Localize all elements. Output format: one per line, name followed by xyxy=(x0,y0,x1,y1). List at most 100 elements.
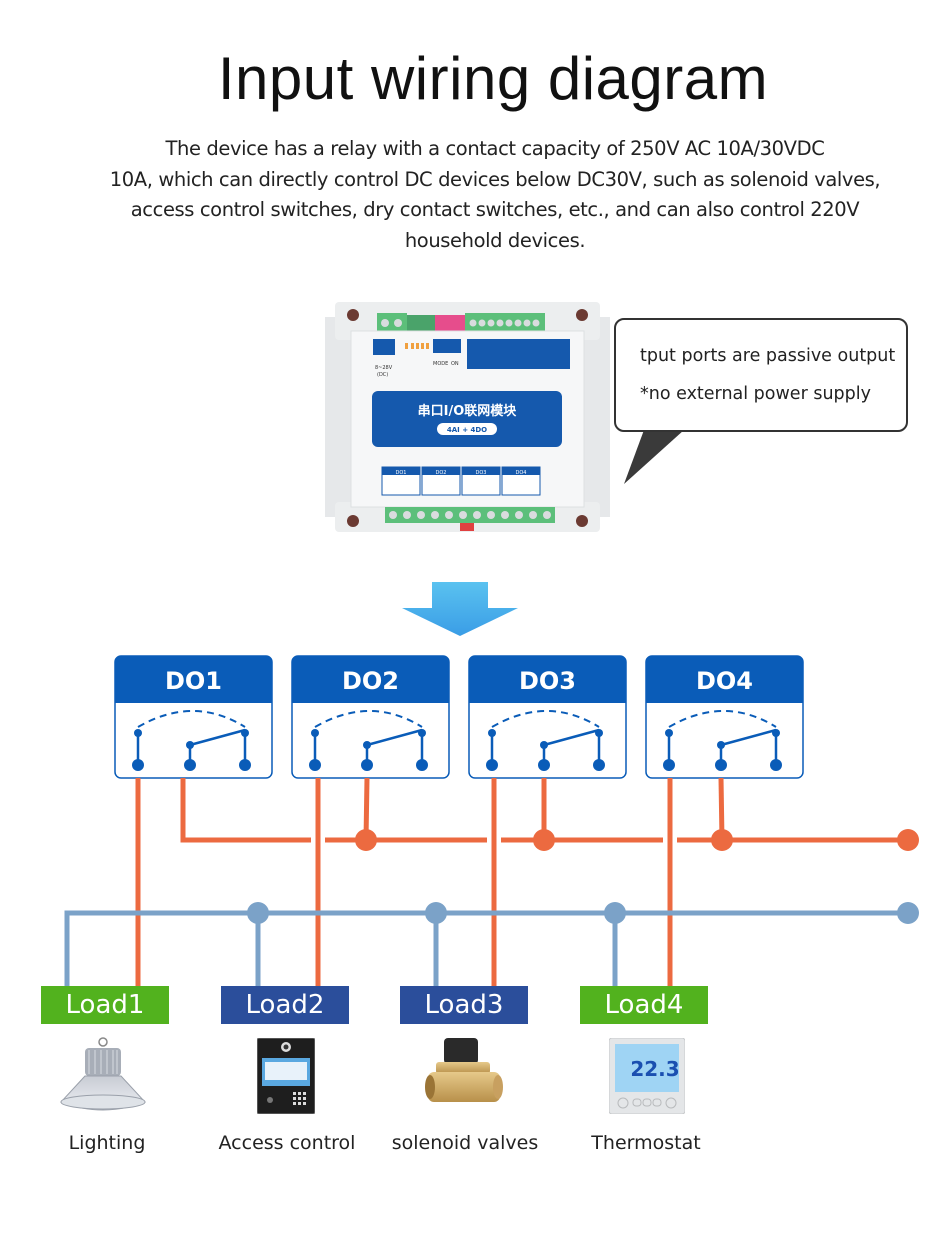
load-label-2: Load2 xyxy=(221,986,349,1024)
relay-label: DO1 xyxy=(165,667,222,695)
terminal-dot xyxy=(538,759,550,771)
terminal-dot xyxy=(239,759,251,771)
relay-label: DO3 xyxy=(519,667,576,695)
contact-point xyxy=(134,729,142,737)
terminal-dot xyxy=(770,759,782,771)
description-line: household devices. xyxy=(404,228,586,252)
crossing-gap xyxy=(663,836,667,844)
crossing-gap xyxy=(321,836,325,844)
page-title: Input wiring diagram xyxy=(217,45,769,112)
description-line: The device has a relay with a contact ca… xyxy=(165,137,825,160)
contact-point xyxy=(488,729,496,737)
mount-hole xyxy=(576,515,588,527)
io-module-device: 8~28V (DC) MODE ON 串口I/O联网模块 4AI + 4DO D… xyxy=(325,302,610,532)
module-name-panel xyxy=(372,391,562,447)
module-name: 串口I/O联网模块 xyxy=(418,403,518,419)
description-line: access control switches, dry contact swi… xyxy=(130,198,860,221)
crossing-gap xyxy=(311,836,315,844)
relay-label: DO2 xyxy=(342,667,399,695)
thermostat-reading: 22.3 xyxy=(630,1057,679,1081)
blue-junction-dot xyxy=(604,902,626,924)
blue-terminal-dot xyxy=(897,902,919,924)
note-bubble: tput ports are passive output *no extern… xyxy=(614,318,908,432)
svg-text:DO1: DO1 xyxy=(396,470,407,476)
din-wing-left xyxy=(325,317,355,517)
load-caption-4: Thermostat xyxy=(591,1132,701,1154)
load-label-1: Load1 xyxy=(41,986,169,1024)
relay-coil-link xyxy=(668,710,777,728)
din-wing-right xyxy=(580,317,610,517)
load-label-3: Load3 xyxy=(400,986,528,1024)
contact-point xyxy=(363,741,371,749)
orange-junction-dot xyxy=(711,829,733,851)
relay-do3: DO3 xyxy=(468,655,627,779)
orange-junction-dot xyxy=(355,829,377,851)
terminal-dot xyxy=(416,759,428,771)
contact-point xyxy=(540,741,548,749)
relay-header xyxy=(646,656,803,703)
crossing-gap xyxy=(497,836,501,844)
solenoid-valve-icon xyxy=(425,1038,503,1102)
blue-junction-dot xyxy=(425,902,447,924)
terminal-dot xyxy=(184,759,196,771)
latch xyxy=(460,523,474,531)
relay-terminal xyxy=(385,507,555,523)
mount-hole xyxy=(576,309,588,321)
module-badge-text: 4AI + 4DO xyxy=(447,426,487,434)
speech-bubble-tail xyxy=(624,430,684,484)
load-caption-2: Access control xyxy=(218,1132,356,1154)
relay-switch-arm xyxy=(543,728,600,747)
description: The device has a relay with a contact ca… xyxy=(60,134,930,256)
note-line-2: *no external power supply xyxy=(640,384,871,404)
load-label-4: Load4 xyxy=(580,986,708,1024)
contact-point xyxy=(665,729,673,737)
relay-header xyxy=(292,656,449,703)
relay-header xyxy=(115,656,272,703)
down-arrow-icon xyxy=(402,582,518,636)
terminal-dot xyxy=(361,759,373,771)
power-terminal xyxy=(377,313,407,333)
relay-coil-link xyxy=(137,710,246,728)
relay-coil-link xyxy=(491,710,600,728)
power-sub-label: (DC) xyxy=(377,372,388,378)
relay-switch-arm xyxy=(720,728,777,747)
blue-bus-wire xyxy=(64,910,908,986)
relay-header xyxy=(469,656,626,703)
description-line: 10A, which can directly control DC devic… xyxy=(109,167,881,191)
on-label: ON xyxy=(451,361,459,367)
contact-point xyxy=(418,729,426,737)
mount-hole xyxy=(347,515,359,527)
relay-coil-link xyxy=(314,710,423,728)
terminal-dot xyxy=(132,759,144,771)
contact-point xyxy=(186,741,194,749)
orange-junction-dot xyxy=(533,829,555,851)
usb-port xyxy=(407,315,435,333)
note-line-1: tput ports are passive output xyxy=(640,346,896,366)
mode-label: MODE xyxy=(433,361,448,367)
relay-do4: DO4 xyxy=(645,655,804,779)
relay-switch-arm xyxy=(366,728,423,747)
signal-terminal xyxy=(465,313,545,333)
mount-hole xyxy=(347,309,359,321)
wiring-diagram: DO1 DO2 DO3 DO4 xyxy=(64,582,919,986)
relay-do2: DO2 xyxy=(291,655,450,779)
blue-junction-dot xyxy=(247,902,269,924)
power-label-plate xyxy=(373,339,395,355)
mini-relay-labels: DO1 DO2 DO3 DO4 xyxy=(381,466,541,496)
terminal-dot xyxy=(486,759,498,771)
load-caption-1: Lighting xyxy=(68,1132,146,1154)
crossing-gap xyxy=(487,836,491,844)
svg-text:DO4: DO4 xyxy=(516,470,527,476)
high-bay-lamp-icon xyxy=(60,1037,146,1111)
mode-dip xyxy=(433,339,461,353)
svg-text:DO3: DO3 xyxy=(476,470,487,476)
contact-point xyxy=(241,729,249,737)
access-control-panel-icon xyxy=(257,1038,315,1114)
terminal-dot xyxy=(663,759,675,771)
relay-do1: DO1 xyxy=(114,655,273,779)
svg-text:DO2: DO2 xyxy=(436,470,447,476)
module-badge xyxy=(437,423,497,435)
contact-point xyxy=(717,741,725,749)
crossing-gap xyxy=(673,836,677,844)
terminal-dot xyxy=(715,759,727,771)
